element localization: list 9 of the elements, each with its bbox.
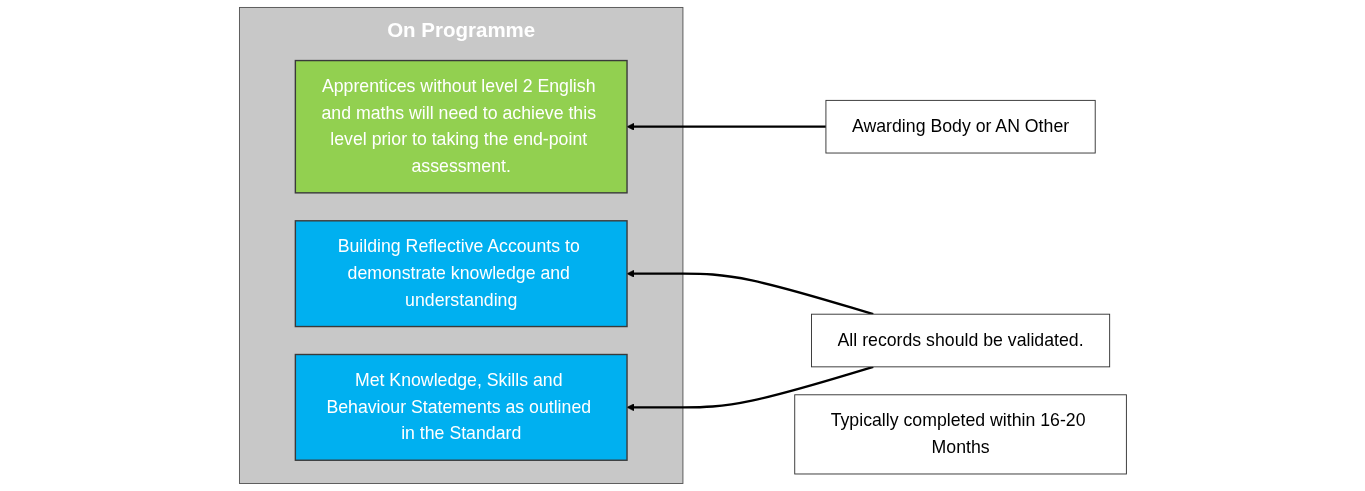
node-box: Building Reflective Accounts to demonstrate knowledge and understanding xyxy=(294,220,628,328)
node-box: Awarding Body or AN Other xyxy=(825,99,1096,154)
arrow xyxy=(626,365,874,412)
node-box: Apprentices without level 2 English and maths will need to achieve this level prior to taking the end-point assessment. xyxy=(294,59,628,194)
node-box: Met Knowledge, Skills and Behaviour Statements as outlined in the Standard xyxy=(294,353,628,461)
node-box: Typically completed within 16-20 Months xyxy=(793,394,1127,475)
node-box: All records should be validated. xyxy=(810,313,1110,368)
arrow xyxy=(626,122,826,131)
arrow xyxy=(626,269,874,316)
